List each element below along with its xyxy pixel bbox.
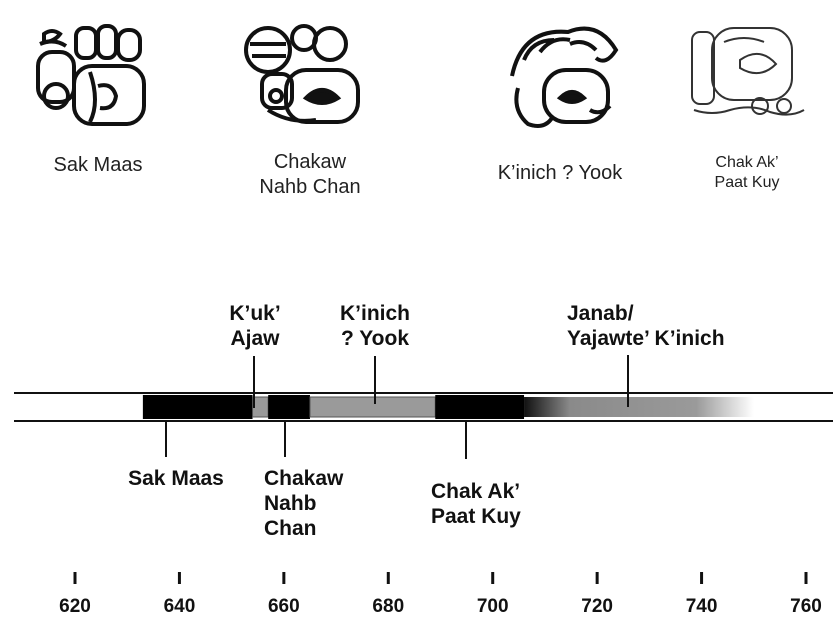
axis-tick-label: 740 <box>685 596 718 617</box>
label-line: K’uk’ <box>229 302 281 325</box>
axis-tick-label: 700 <box>476 596 509 617</box>
axis-tick-label: 660 <box>267 596 300 617</box>
label-line: Nahb <box>264 491 317 515</box>
caption-line: Paat Kuy <box>714 174 780 191</box>
caption-line: Chak Ak’ <box>715 154 779 171</box>
label-kuk-ajaw: K’uk’ Ajaw <box>210 302 300 352</box>
label-line: Chan <box>264 516 317 540</box>
label-line: ? Yook <box>340 326 410 350</box>
label-chak-ak: Chak Ak’ Paat Kuy <box>431 480 551 530</box>
period-bar <box>142 395 253 419</box>
period-bar <box>435 395 525 419</box>
caption-line: Chakaw <box>273 151 347 173</box>
axis-tick-label: 680 <box>372 596 405 617</box>
label-line: Chak Ak’ <box>431 480 521 503</box>
glyph-caption-kinich-yook: K’inich ? Yook <box>497 162 623 184</box>
label-chakaw: Chakaw Nahb Chan <box>264 467 374 541</box>
axis-tick-label: 760 <box>790 596 822 617</box>
period-bar <box>252 396 269 418</box>
label-line: Ajaw <box>230 326 280 350</box>
axis-tick-label: 720 <box>581 596 613 617</box>
axis-tick-label: 620 <box>59 596 91 617</box>
caption-line: Nahb Chan <box>259 176 361 198</box>
label-kinich-yook: K’inich ? Yook <box>320 302 430 352</box>
label-janab: Janab/ Yajawte’ K’inich <box>567 302 757 352</box>
glyph-caption-chakaw-nahb-chan: Chakaw Nahb Chan <box>240 150 380 200</box>
label-line: Chakaw <box>264 467 344 490</box>
glyph-caption-chak-ak-paat-kuy: Chak Ak’ Paat Kuy <box>692 153 802 193</box>
label-line: K’inich <box>339 302 410 325</box>
glyph-caption-sak-maas: Sak Maas <box>53 154 143 176</box>
label-line: Yajawte’ K’inich <box>567 326 725 350</box>
label-line: Paat Kuy <box>431 504 521 528</box>
period-bar <box>524 397 754 417</box>
period-bar <box>268 395 310 419</box>
period-bar <box>309 396 436 418</box>
axis-tick-label: 640 <box>163 596 196 617</box>
label-line: Janab/ <box>567 302 634 325</box>
label-sak-maas: Sak Maas <box>128 467 224 490</box>
